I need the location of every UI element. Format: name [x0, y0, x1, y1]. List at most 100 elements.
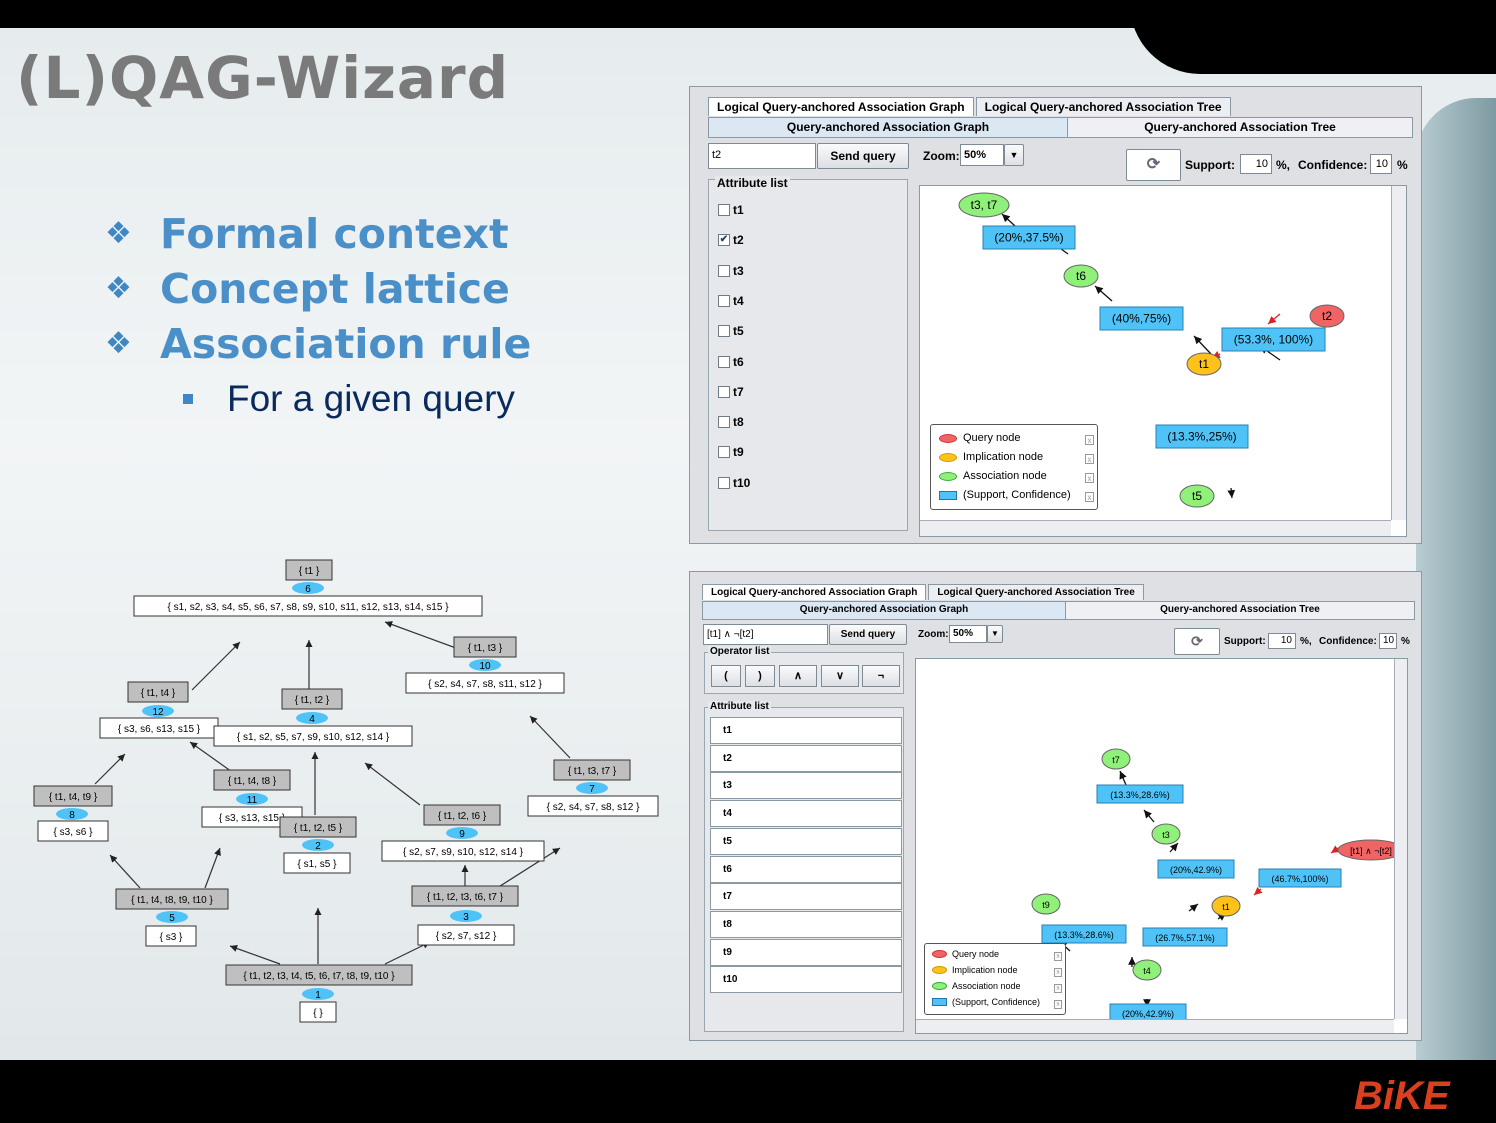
operator-or-button[interactable]: ∨ [821, 665, 859, 687]
zoom-label: Zoom: [918, 629, 949, 640]
concept-id-badge [446, 827, 478, 839]
confidence-input[interactable]: 10 [1379, 633, 1397, 649]
graph-node[interactable]: t3, t7 [958, 192, 1010, 218]
close-icon[interactable]: x [1054, 952, 1062, 961]
tab-logical-graph[interactable]: Logical Query-anchored Association Graph [708, 97, 974, 116]
concept-extent-box [299, 1001, 337, 1023]
attribute-item-t2[interactable]: t2 [710, 744, 902, 772]
horizontal-scrollbar[interactable] [920, 520, 1391, 536]
checkbox-icon[interactable] [718, 476, 730, 489]
attribute-checkbox-t4[interactable]: t4 [718, 294, 744, 308]
close-icon[interactable]: x [1085, 492, 1094, 502]
rule-box[interactable]: (40%,75%) [1099, 306, 1184, 331]
operator-open-paren-button[interactable]: ( [711, 665, 741, 687]
rule-box[interactable]: (46.7%,100%) [1258, 868, 1342, 888]
checkbox-icon[interactable] [718, 355, 730, 368]
query-input[interactable]: [t1] ∧ ¬[t2] [703, 624, 828, 645]
graph-node[interactable]: t6 [1063, 264, 1099, 288]
graph-edge [1267, 313, 1281, 325]
attribute-checkbox-t9[interactable]: t9 [718, 445, 744, 459]
attribute-item-t3[interactable]: t3 [710, 772, 902, 800]
checkbox-icon[interactable] [718, 294, 730, 307]
operator-not-button[interactable]: ¬ [862, 665, 900, 687]
horizontal-scrollbar[interactable] [916, 1019, 1394, 1033]
attribute-checkbox-t10[interactable]: t10 [718, 476, 750, 490]
graph-node[interactable]: t1 [1211, 895, 1241, 917]
rule-box[interactable]: (20%,37.5%) [982, 225, 1076, 250]
rule-box[interactable]: (20%,42.9%) [1157, 859, 1235, 879]
attribute-item-t8[interactable]: t8 [710, 910, 902, 938]
attribute-checkbox-t3[interactable]: t3 [718, 264, 744, 278]
rule-box[interactable]: (13.3%,25%) [1155, 424, 1249, 449]
attribute-item-t10[interactable]: t10 [710, 966, 902, 994]
attribute-item-t6[interactable]: t6 [710, 855, 902, 883]
confidence-input[interactable]: 10 [1370, 154, 1392, 174]
tab-logical-graph[interactable]: Logical Query-anchored Association Graph [702, 584, 927, 600]
subtab-query-graph[interactable]: Query-anchored Association Graph [708, 117, 1068, 138]
rule-box[interactable]: (53.3%, 100%) [1221, 327, 1326, 352]
attribute-checkbox-t8[interactable]: t8 [718, 415, 744, 429]
graph-node[interactable]: t7 [1101, 748, 1131, 770]
attribute-checkbox-t1[interactable]: t1 [718, 203, 744, 217]
checkbox-icon[interactable] [718, 204, 730, 216]
subtab-query-tree[interactable]: Query-anchored Association Tree [1067, 117, 1413, 138]
close-icon[interactable]: x [1085, 473, 1094, 483]
graph-node[interactable]: t1 [1186, 352, 1222, 376]
tab-logical-tree[interactable]: Logical Query-anchored Association Tree [975, 97, 1231, 116]
send-query-button[interactable]: Send query [817, 143, 909, 169]
attribute-checkbox-t2[interactable]: ✔t2 [718, 233, 744, 247]
checkbox-icon[interactable] [718, 264, 730, 277]
operator-and-button[interactable]: ∧ [779, 665, 817, 687]
subtab-query-graph[interactable]: Query-anchored Association Graph [702, 601, 1066, 620]
support-input[interactable]: 10 [1268, 633, 1296, 649]
attribute-item-t4[interactable]: t4 [710, 800, 902, 828]
subtab-query-tree[interactable]: Query-anchored Association Tree [1065, 601, 1415, 620]
attribute-item-t1[interactable]: t1 [710, 717, 902, 744]
close-icon[interactable]: x [1085, 435, 1094, 445]
query-input[interactable]: t2 [708, 143, 816, 169]
vertical-scrollbar[interactable] [1394, 659, 1407, 1019]
bullet-item: ❖Association rule [105, 316, 531, 371]
tab-logical-tree[interactable]: Logical Query-anchored Association Tree [928, 584, 1144, 600]
refresh-icon[interactable]: ⟳ [1174, 628, 1220, 655]
concept-id-badge [292, 582, 324, 594]
rule-box[interactable]: (13.3%,28.6%) [1041, 924, 1127, 944]
graph-node[interactable]: t9 [1031, 893, 1061, 915]
close-icon[interactable]: x [1085, 454, 1094, 464]
checkbox-icon[interactable] [718, 385, 730, 398]
vertical-scrollbar[interactable] [1391, 186, 1406, 520]
support-input[interactable]: 10 [1240, 154, 1272, 174]
graph-node[interactable]: t4 [1132, 959, 1162, 981]
attribute-item-t9[interactable]: t9 [710, 938, 902, 966]
rule-box[interactable]: (26.7%,57.1%) [1142, 927, 1228, 947]
zoom-dropdown-button[interactable]: ▼ [1004, 144, 1024, 166]
legend-text: (Support, Confidence) [952, 997, 1041, 1007]
close-icon[interactable]: x [1054, 1000, 1062, 1009]
checkbox-icon[interactable] [718, 446, 730, 459]
rule-box[interactable]: (13.3%,28.6%) [1096, 784, 1184, 804]
graph-node[interactable]: t2 [1309, 304, 1345, 328]
graph-edge [1143, 809, 1155, 823]
close-icon[interactable]: x [1054, 968, 1062, 977]
operator-close-paren-button[interactable]: ) [745, 665, 775, 687]
checkbox-icon[interactable] [718, 416, 730, 429]
zoom-select[interactable]: 50% [960, 144, 1004, 166]
zoom-select[interactable]: 50% [949, 625, 987, 643]
checkbox-icon[interactable] [718, 325, 730, 338]
attribute-checkbox-t5[interactable]: t5 [718, 324, 744, 338]
attribute-checkbox-t6[interactable]: t6 [718, 355, 744, 369]
attribute-checkbox-t7[interactable]: t7 [718, 385, 744, 399]
attribute-item-t5[interactable]: t5 [710, 827, 902, 855]
lattice-concept-node: { t1, t2, t6 }9{ s2, s7, s9, s10, s12, s… [381, 804, 545, 862]
attribute-item-t7[interactable]: t7 [710, 883, 902, 911]
association-graph-canvas[interactable]: t3, t7 t6 t2 t1 t5 (20%,37.5%) (40%,75%) (53.3%… [919, 185, 1407, 537]
send-query-button[interactable]: Send query [829, 624, 907, 645]
close-icon[interactable]: x [1054, 984, 1062, 993]
graph-node[interactable]: t3 [1151, 823, 1181, 845]
checkbox-icon[interactable]: ✔ [718, 234, 730, 247]
refresh-icon[interactable]: ⟳ [1126, 149, 1181, 181]
zoom-dropdown-button[interactable]: ▼ [987, 625, 1003, 643]
graph-node[interactable]: t5 [1179, 484, 1215, 508]
